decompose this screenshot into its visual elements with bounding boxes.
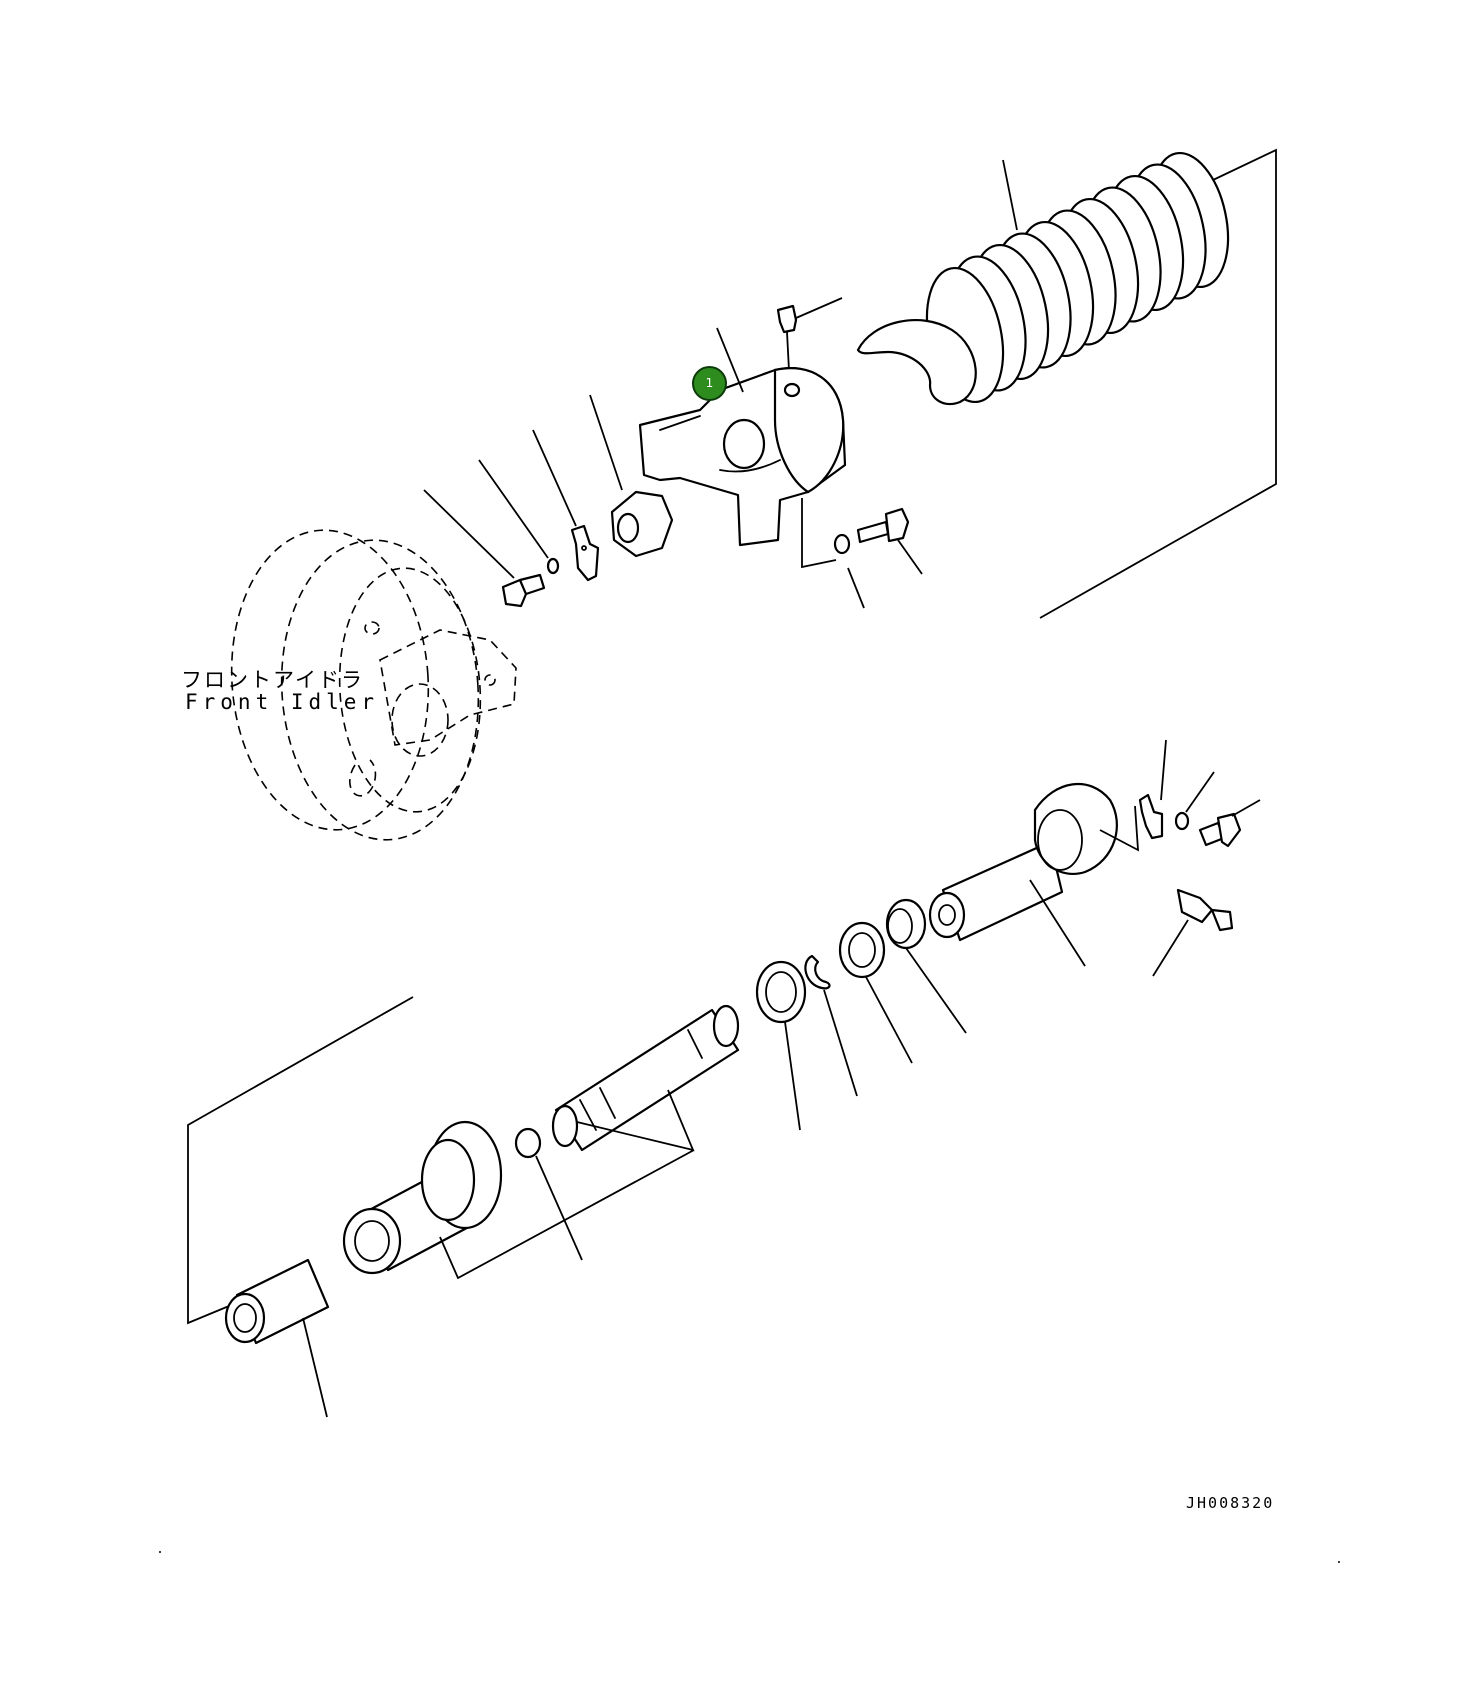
- recoil-spring: [856, 151, 1230, 406]
- front-idler-phantom: [230, 529, 517, 841]
- idler-shaft: [928, 782, 1118, 967]
- cylinder-bushing: [342, 1120, 695, 1280]
- lock-plate: [532, 429, 600, 582]
- assembly-frame-lower: [187, 996, 414, 1325]
- o-ring: [514, 1127, 583, 1261]
- yoke: [638, 327, 847, 569]
- callout-1-number: 1: [705, 376, 714, 390]
- front-idler-label-en: Front Idler: [185, 690, 380, 714]
- snap-ring: [804, 954, 858, 1097]
- front-idler-label-jp: フロントアイドラ: [181, 668, 364, 692]
- drawing-code: JH008320: [1186, 1494, 1275, 1512]
- spacer-ring: [885, 898, 967, 1034]
- yoke-bolt: [856, 507, 923, 575]
- shaft-bolt: [1198, 799, 1261, 848]
- small-bolt: [423, 489, 546, 608]
- shaft-washer: [1174, 771, 1215, 831]
- bearing: [755, 960, 807, 1131]
- callout-1-badge-icon[interactable]: 1: [692, 366, 727, 401]
- small-washer: [478, 459, 560, 575]
- shaft-lock-plate: [1099, 739, 1167, 852]
- grease-fitting: [776, 297, 843, 391]
- assembly-frame-upper: [1039, 148, 1277, 619]
- corner-marks: [159, 1551, 1340, 1563]
- nut: [589, 394, 674, 558]
- grease-bolt: [1152, 888, 1234, 977]
- seal-ring: [838, 921, 913, 1064]
- sleeve: [224, 1258, 330, 1418]
- yoke-washer: [833, 533, 865, 609]
- pin: [551, 1004, 740, 1152]
